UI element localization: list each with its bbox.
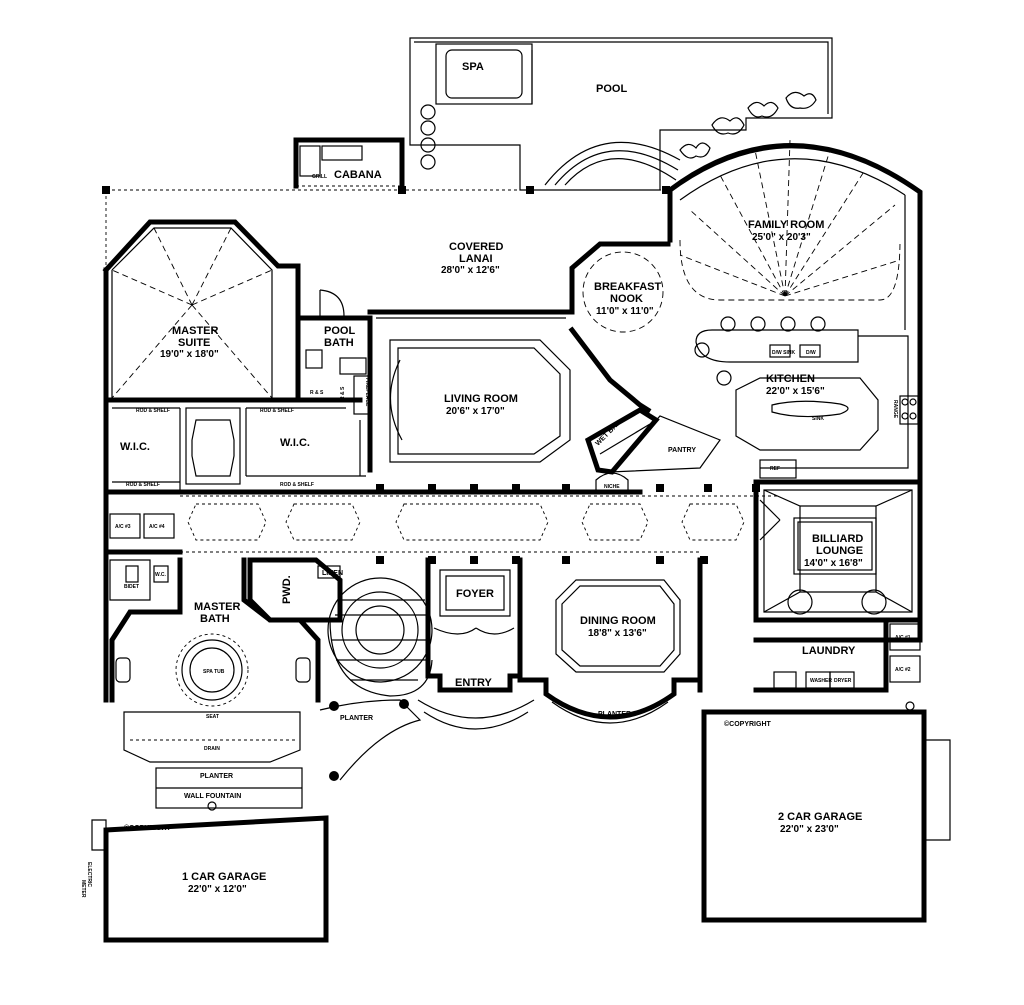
- electric-meter-1: ELECTRIC: [86, 862, 92, 887]
- planters: [155, 767, 303, 811]
- breakfast-title-1: BREAKFAST: [594, 281, 662, 293]
- wall-fountain-label: WALL FOUNTAIN: [184, 793, 241, 800]
- billiard-dim: 14'0" x 16'8": [804, 558, 863, 569]
- pool-area: [409, 37, 833, 191]
- spa-label: SPA: [462, 61, 484, 73]
- electric-meter-2: METER: [80, 880, 86, 898]
- breakfast-nook: [568, 241, 671, 414]
- fireplace-label: FIREPLACE: [364, 378, 370, 407]
- master-bath-title-2: BATH: [200, 613, 230, 625]
- cabana: [293, 137, 405, 193]
- ref-label: REF: [770, 466, 780, 472]
- powder-stairs: [247, 557, 433, 781]
- dining-room: [517, 557, 703, 724]
- ac3-label: A/C #3: [115, 524, 131, 530]
- billiard-title-2: LOUNGE: [816, 545, 863, 557]
- master-suite-title-1: MASTER: [172, 325, 219, 337]
- foyer-label: FOYER: [456, 588, 494, 600]
- dw-sink-label: D/W SINK: [772, 350, 795, 356]
- billiard-lounge: [753, 479, 923, 643]
- spa-tub-label: SPA TUB: [203, 669, 225, 675]
- planter-center-label: PLANTER: [598, 711, 631, 718]
- billiard-title-1: BILLIARD: [812, 533, 863, 545]
- copyright-right: ©COPYRIGHT: [724, 720, 771, 728]
- ac4-label: A/C #4: [149, 524, 165, 530]
- bidet-label: BIDET: [124, 584, 139, 590]
- pool-bath-title-2: BATH: [324, 337, 354, 349]
- breakfast-title-2: NOOK: [610, 293, 643, 305]
- kitchen-dim: 22'0" x 15'6": [766, 386, 825, 397]
- family-room-label: FAMILY ROOM: [748, 219, 824, 231]
- rod-shelf-1: ROD & SHELF: [136, 408, 170, 414]
- kitchen-label: KITCHEN: [766, 373, 815, 385]
- pantry-label: PANTRY: [668, 447, 696, 454]
- family-room: [666, 139, 923, 333]
- ac-left: [103, 489, 183, 703]
- master-suite-title-2: SUITE: [178, 337, 210, 349]
- living-room-label: LIVING ROOM: [444, 393, 518, 405]
- garage-2-dim: 22'0" x 23'0": [780, 824, 839, 835]
- ac1-label: A/C #1: [895, 635, 911, 641]
- washer-label: WASHER: [810, 678, 832, 684]
- cabana-label: CABANA: [334, 169, 382, 181]
- grill-label: GRILL: [312, 174, 327, 180]
- pool-bath: [295, 289, 373, 403]
- pool-label: POOL: [596, 83, 627, 95]
- lanai-outline: [102, 186, 670, 270]
- linen-label: LINEN: [322, 570, 343, 577]
- dining-dim: 18'8" x 13'6": [588, 628, 647, 639]
- copyright-left: ©COPYRIGHT: [124, 824, 171, 832]
- dw-label: D/W: [806, 350, 816, 356]
- living-room-dim: 20'6" x 17'0": [446, 406, 505, 417]
- wic-left-label: W.I.C.: [120, 441, 150, 453]
- foyer-entry: [417, 557, 535, 730]
- lanai-title-2: LANAI: [459, 253, 493, 265]
- breakfast-dim: 11'0" x 11'0": [596, 306, 654, 317]
- gallery: [177, 472, 780, 564]
- kitchen: [694, 316, 923, 483]
- rs-1: R & S: [310, 390, 324, 396]
- wic-right-label: W.I.C.: [280, 437, 310, 449]
- rs-2: R & S: [340, 386, 346, 400]
- ac2-label: A/C #2: [895, 667, 911, 673]
- planter-bath-label: PLANTER: [200, 773, 233, 780]
- range-label: RANGE: [892, 400, 898, 419]
- laundry: [753, 617, 921, 693]
- rod-shelf-3: ROD & SHELF: [260, 408, 294, 414]
- garage-2: [701, 701, 951, 923]
- pwd-label: PWD.: [281, 575, 293, 604]
- garage-1-dim: 22'0" x 12'0": [188, 884, 247, 895]
- lanai-title-1: COVERED: [449, 241, 503, 253]
- living-room: [353, 309, 575, 473]
- master-suite-dim: 19'0" x 18'0": [160, 349, 219, 360]
- wet-bar-pantry: [584, 407, 721, 475]
- rod-shelf-2: ROD & SHELF: [126, 482, 160, 488]
- lanai-dim: 28'0" x 12'6": [441, 265, 500, 276]
- garage-1-label: 1 CAR GARAGE: [182, 871, 266, 883]
- entry-label: ENTRY: [455, 677, 493, 689]
- dining-label: DINING ROOM: [580, 615, 656, 627]
- niche-label: NICHE: [604, 484, 620, 490]
- rod-shelf-4: ROD & SHELF: [280, 482, 314, 488]
- planter-left-label: PLANTER: [340, 715, 373, 722]
- laundry-label: LAUNDRY: [802, 645, 856, 657]
- wc-label: W.C.: [155, 572, 166, 578]
- sink-label: SINK: [812, 416, 824, 422]
- garage-1: [91, 815, 329, 943]
- seat-label: SEAT: [206, 714, 219, 720]
- master-bath-title-1: MASTER: [194, 601, 241, 613]
- family-room-dim: 25'0" x 20'3": [752, 232, 811, 243]
- dryer-label: DRYER: [834, 678, 852, 684]
- master-suite: [102, 219, 363, 403]
- drain-label: DRAIN: [204, 746, 220, 752]
- pool-bath-title-1: POOL: [324, 325, 355, 337]
- garage-2-label: 2 CAR GARAGE: [778, 811, 862, 823]
